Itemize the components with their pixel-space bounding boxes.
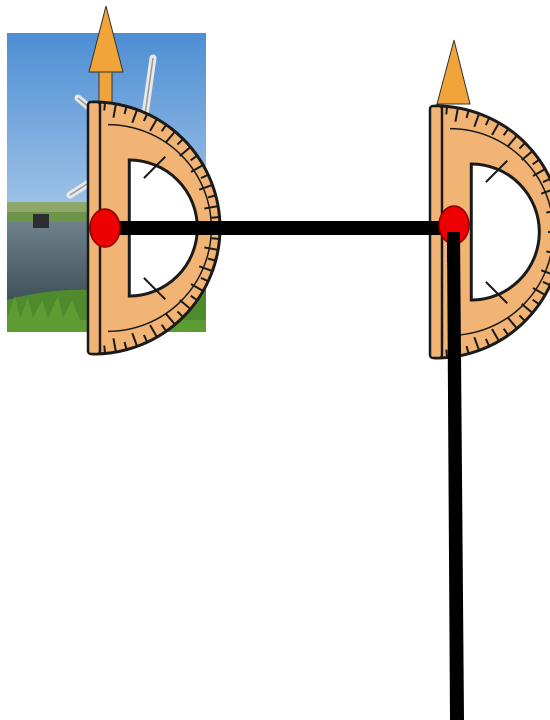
vertical-rod-top (447, 232, 460, 262)
protractor-tick (104, 102, 105, 110)
horizontal-rod (104, 221, 456, 235)
protractor-tick (446, 106, 447, 114)
protractor-tick (446, 350, 447, 358)
protractor-tick (212, 217, 220, 218)
protractor-tick (212, 238, 220, 239)
protractor-tick (104, 346, 105, 354)
pivot-dot-left (90, 209, 120, 247)
north-arrow-right (437, 40, 470, 104)
